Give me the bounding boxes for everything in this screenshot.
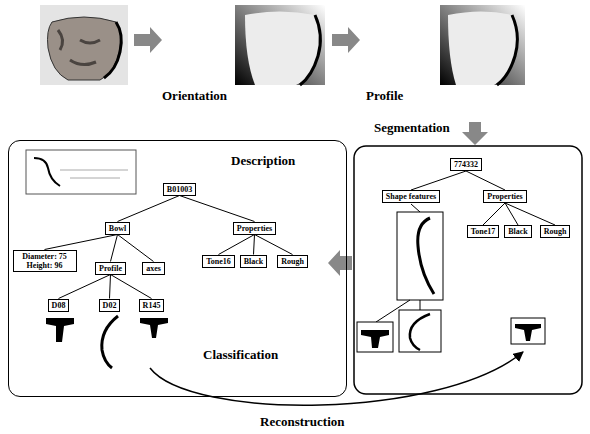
block-arrow (328, 250, 352, 276)
tree-node: R145 (139, 299, 165, 312)
tree-node: Rough (540, 225, 571, 238)
body-shape (102, 316, 118, 368)
node-text: axes (146, 264, 161, 273)
profile-thumbnail (26, 150, 136, 194)
node-text: Black (244, 257, 264, 266)
node-text: R145 (143, 301, 161, 310)
node-text: Profile (99, 264, 122, 273)
node-text: Properties (487, 192, 522, 201)
tree-node: D02 (99, 299, 121, 312)
tree-node: B01003 (163, 183, 196, 196)
rim-shape (46, 318, 74, 342)
profile-image (440, 5, 525, 85)
pot-photo (40, 5, 128, 85)
tree-link (254, 235, 255, 255)
description-panel: DescriptionClassification B01003Bowl Prope… (8, 140, 347, 397)
segment-images (357, 204, 545, 352)
tree-node: Black (240, 255, 268, 268)
tree-link (59, 275, 111, 299)
tree-node: Properties (233, 222, 276, 235)
tree-node: D08 (48, 299, 70, 312)
tree-link (505, 203, 555, 225)
node-text: Properties (237, 224, 272, 233)
tree-link (118, 196, 180, 222)
node-text: D02 (103, 301, 117, 310)
node-text: B01003 (167, 185, 192, 194)
tree-link (110, 235, 117, 262)
tree-node: Tone17 (467, 225, 500, 238)
tree-node: Diameter: 75 Height: 96 (13, 250, 77, 272)
tree-link (466, 171, 505, 190)
tree-link (110, 275, 151, 299)
node-text: Tone16 (206, 257, 231, 266)
tree-node: Bowl (105, 222, 130, 235)
node-text: Bowl (109, 224, 126, 233)
node-text: Black (508, 227, 528, 236)
step-label: Orientation (160, 88, 229, 104)
tree-node: Black (504, 225, 532, 238)
tree-link (45, 235, 118, 250)
block-arrow (332, 27, 360, 53)
step-label: Reconstruction (258, 414, 347, 430)
block-arrow (134, 27, 162, 53)
tree-node: Rough (277, 255, 308, 268)
base-shape (140, 318, 168, 338)
segmentation-panel (354, 146, 582, 394)
tree-node: axes (142, 262, 165, 275)
node-text: Shape features (386, 192, 436, 201)
tree-link (118, 235, 154, 262)
oriented-image (235, 5, 325, 85)
step-label: Segmentation (372, 120, 452, 136)
node-text: Rough (544, 227, 567, 236)
tree-link (483, 203, 505, 225)
node-text: Tone17 (471, 227, 496, 236)
node-text: Diameter: 75 Height: 96 (17, 252, 73, 270)
tree-node: Profile (95, 262, 126, 275)
tree-link (180, 196, 255, 222)
tree-node: Tone16 (202, 255, 235, 268)
tree-link (255, 235, 293, 255)
tree-link (109, 275, 111, 299)
block-arrow (462, 122, 488, 145)
tree-node: 774332 (450, 158, 482, 171)
tree-node: Shape features (382, 190, 440, 203)
tree-link (218, 235, 254, 255)
node-text: 774332 (454, 160, 478, 169)
step-label: Profile (364, 88, 405, 104)
panel-heading: Classification (203, 347, 278, 363)
tree-link (411, 171, 466, 190)
node-text: D08 (52, 301, 66, 310)
tree-node: Properties (483, 190, 526, 203)
node-text: Rough (281, 257, 304, 266)
panel-heading: Description (231, 153, 295, 169)
